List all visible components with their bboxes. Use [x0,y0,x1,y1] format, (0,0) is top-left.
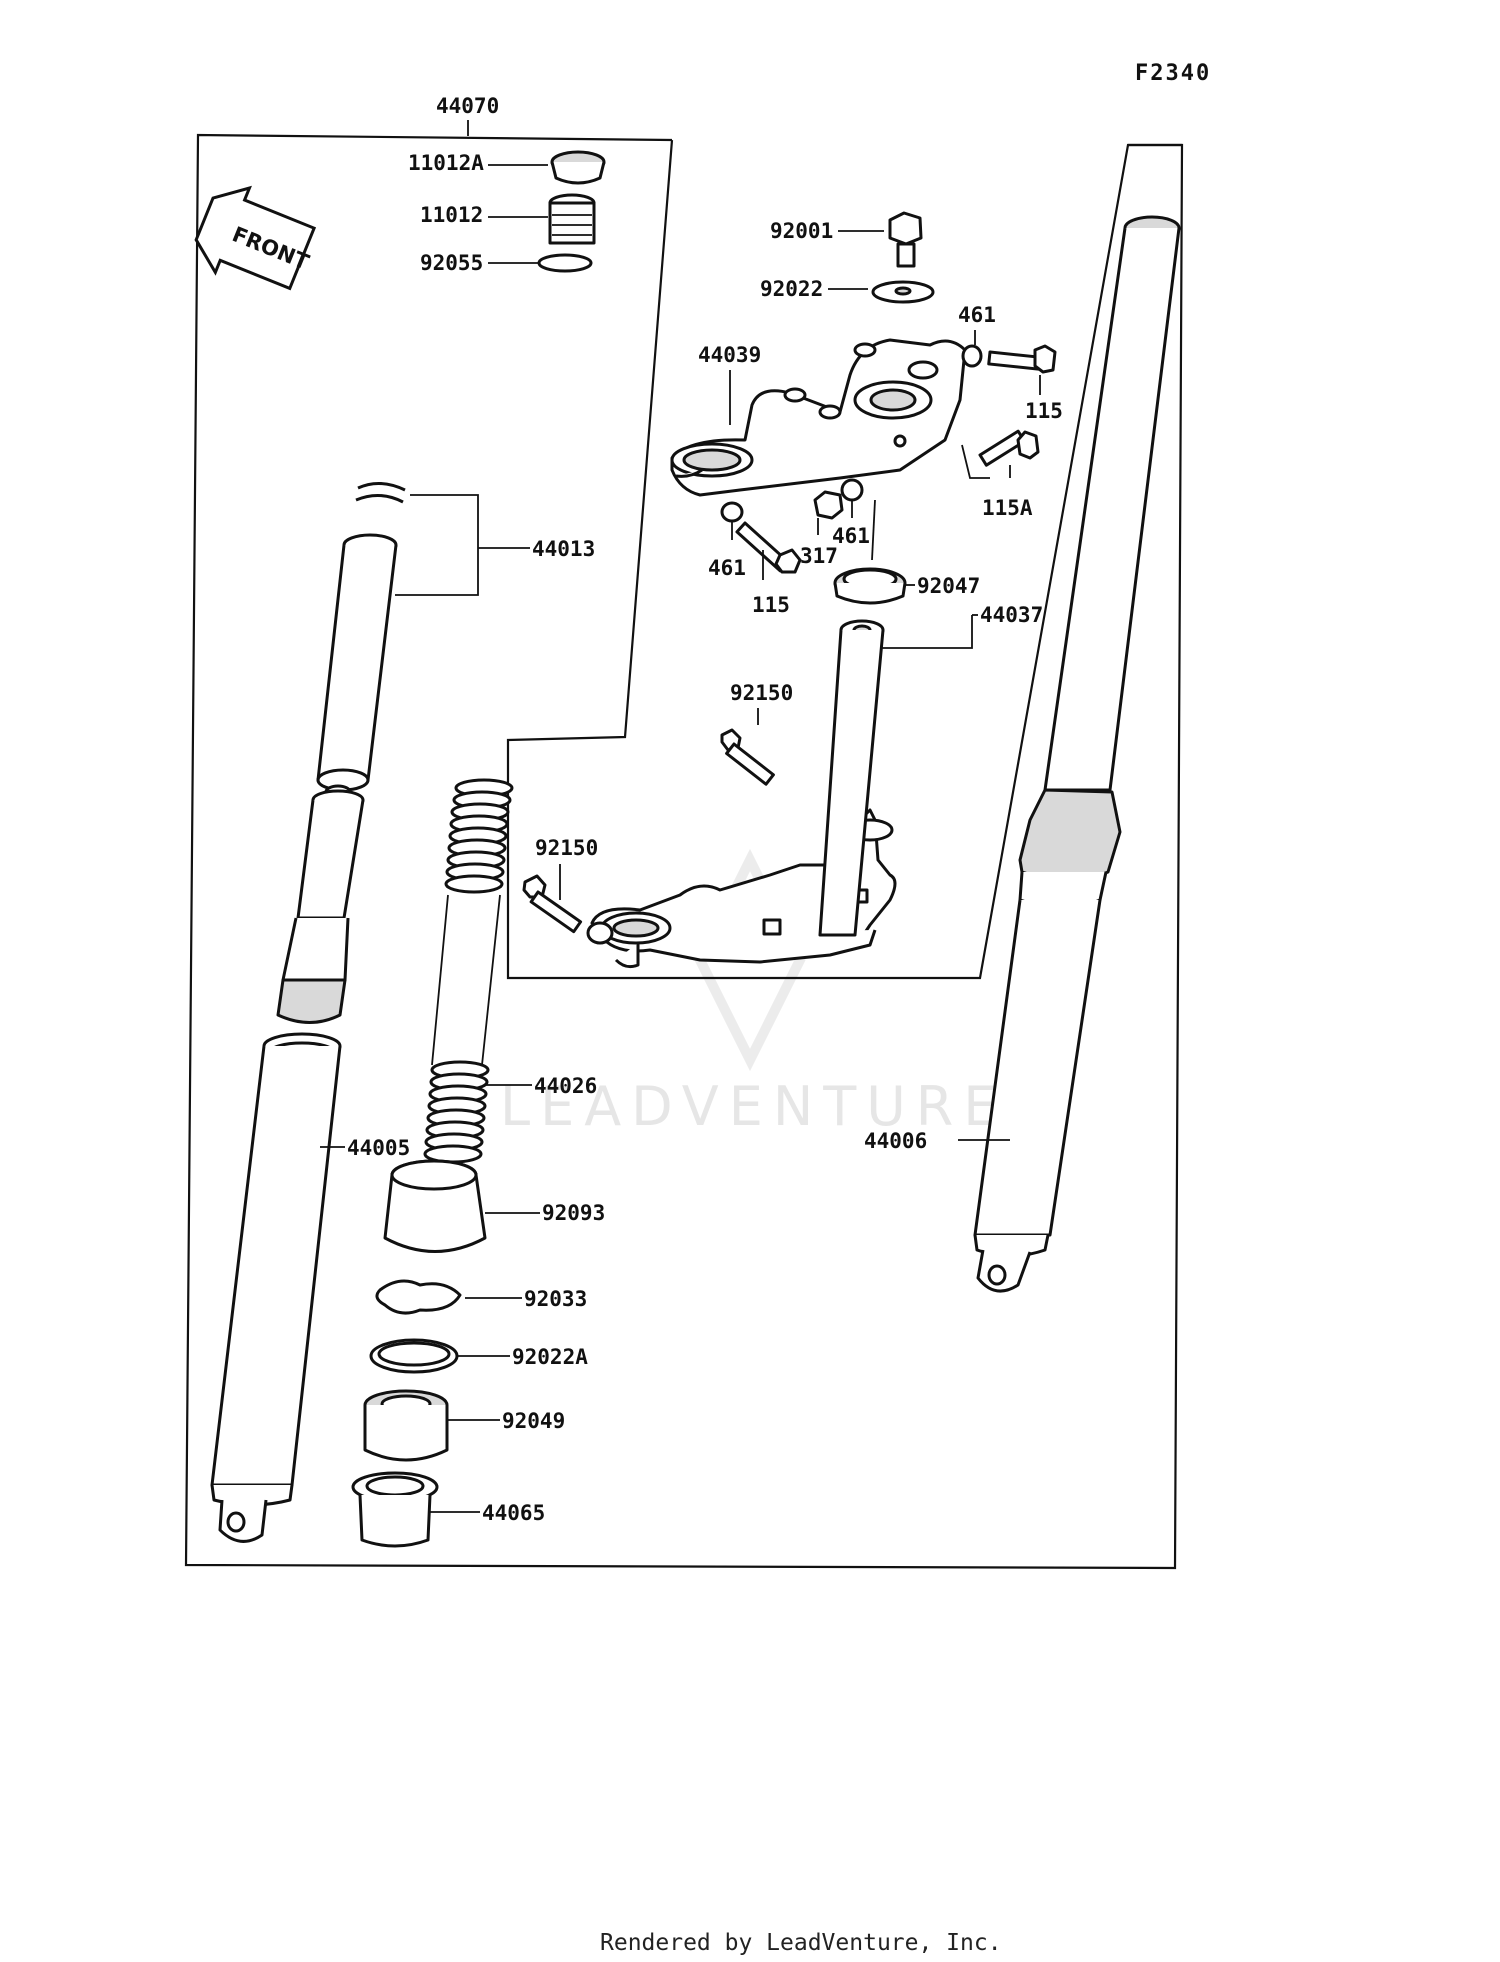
label-44006[interactable]: 44006 [864,1129,927,1153]
part-92033-ring [375,1279,462,1315]
label-92093[interactable]: 92093 [542,1201,605,1225]
label-92033[interactable]: 92033 [524,1287,587,1311]
part-92001-bolt [888,211,923,268]
label-44037[interactable]: 44037 [980,603,1043,627]
label-44065[interactable]: 44065 [482,1501,545,1525]
label-44013[interactable]: 44013 [532,537,595,561]
part-115A-bolt [978,429,1040,467]
footer-credit: Rendered by LeadVenture, Inc. [600,1930,1002,1956]
part-461-mid-nut [840,478,864,502]
label-92022A[interactable]: 92022A [512,1345,588,1369]
label-461-left[interactable]: 461 [708,556,746,580]
part-461-left-nut [720,501,744,523]
label-44005[interactable]: 44005 [347,1136,410,1160]
front-arrow-icon: FRONT [194,185,317,291]
part-115-lower-bolt [735,521,802,574]
part-44065-bushing [351,1471,439,1548]
label-461-mid[interactable]: 461 [832,524,870,548]
label-92022[interactable]: 92022 [760,277,823,301]
label-92150-upper[interactable]: 92150 [730,681,793,705]
part-461-top-nut [961,344,983,368]
part-44005-outer-tube [210,1032,342,1543]
part-317-nut [813,490,844,520]
label-317[interactable]: 317 [800,544,838,568]
part-11012A-cap [550,150,606,185]
label-92055[interactable]: 92055 [420,251,483,275]
label-115-top[interactable]: 115 [1025,399,1063,423]
part-44006-right-fork [973,215,1181,1293]
part-92055-oring [537,253,593,273]
label-44070[interactable]: 44070 [436,94,499,118]
part-92022-washer [871,280,935,304]
diagram-code: F2340 [1135,61,1211,86]
label-92049[interactable]: 92049 [502,1409,565,1433]
label-92047[interactable]: 92047 [917,574,980,598]
label-11012[interactable]: 11012 [420,203,483,227]
watermark-text: LEADVENTURE [500,1075,1007,1138]
part-damper-rod [276,789,365,1024]
part-44039-upper-bracket [670,338,967,497]
label-92001[interactable]: 92001 [770,219,833,243]
part-92022A-washer [369,1338,459,1374]
label-115-bottom[interactable]: 115 [752,593,790,617]
part-92049-oil-seal [363,1389,449,1462]
part-92093-dust-seal [383,1159,487,1253]
part-92150-lower-bolt [522,874,583,934]
part-115-top-bolt [987,344,1057,374]
part-44013-inner-tube [316,482,406,800]
part-steering-stem-tube [818,619,885,937]
label-11012A[interactable]: 11012A [408,151,484,175]
part-44037-stem-bracket [586,808,897,969]
label-115A[interactable]: 115A [982,496,1033,520]
label-461-top[interactable]: 461 [958,303,996,327]
part-44026-spring [423,778,514,1164]
label-44026[interactable]: 44026 [534,1074,597,1098]
part-11012-plug [548,193,596,245]
part-92150-upper-bolt [720,728,775,786]
label-44039[interactable]: 44039 [698,343,761,367]
part-92047-bearing [833,567,907,605]
label-92150-lower[interactable]: 92150 [535,836,598,860]
